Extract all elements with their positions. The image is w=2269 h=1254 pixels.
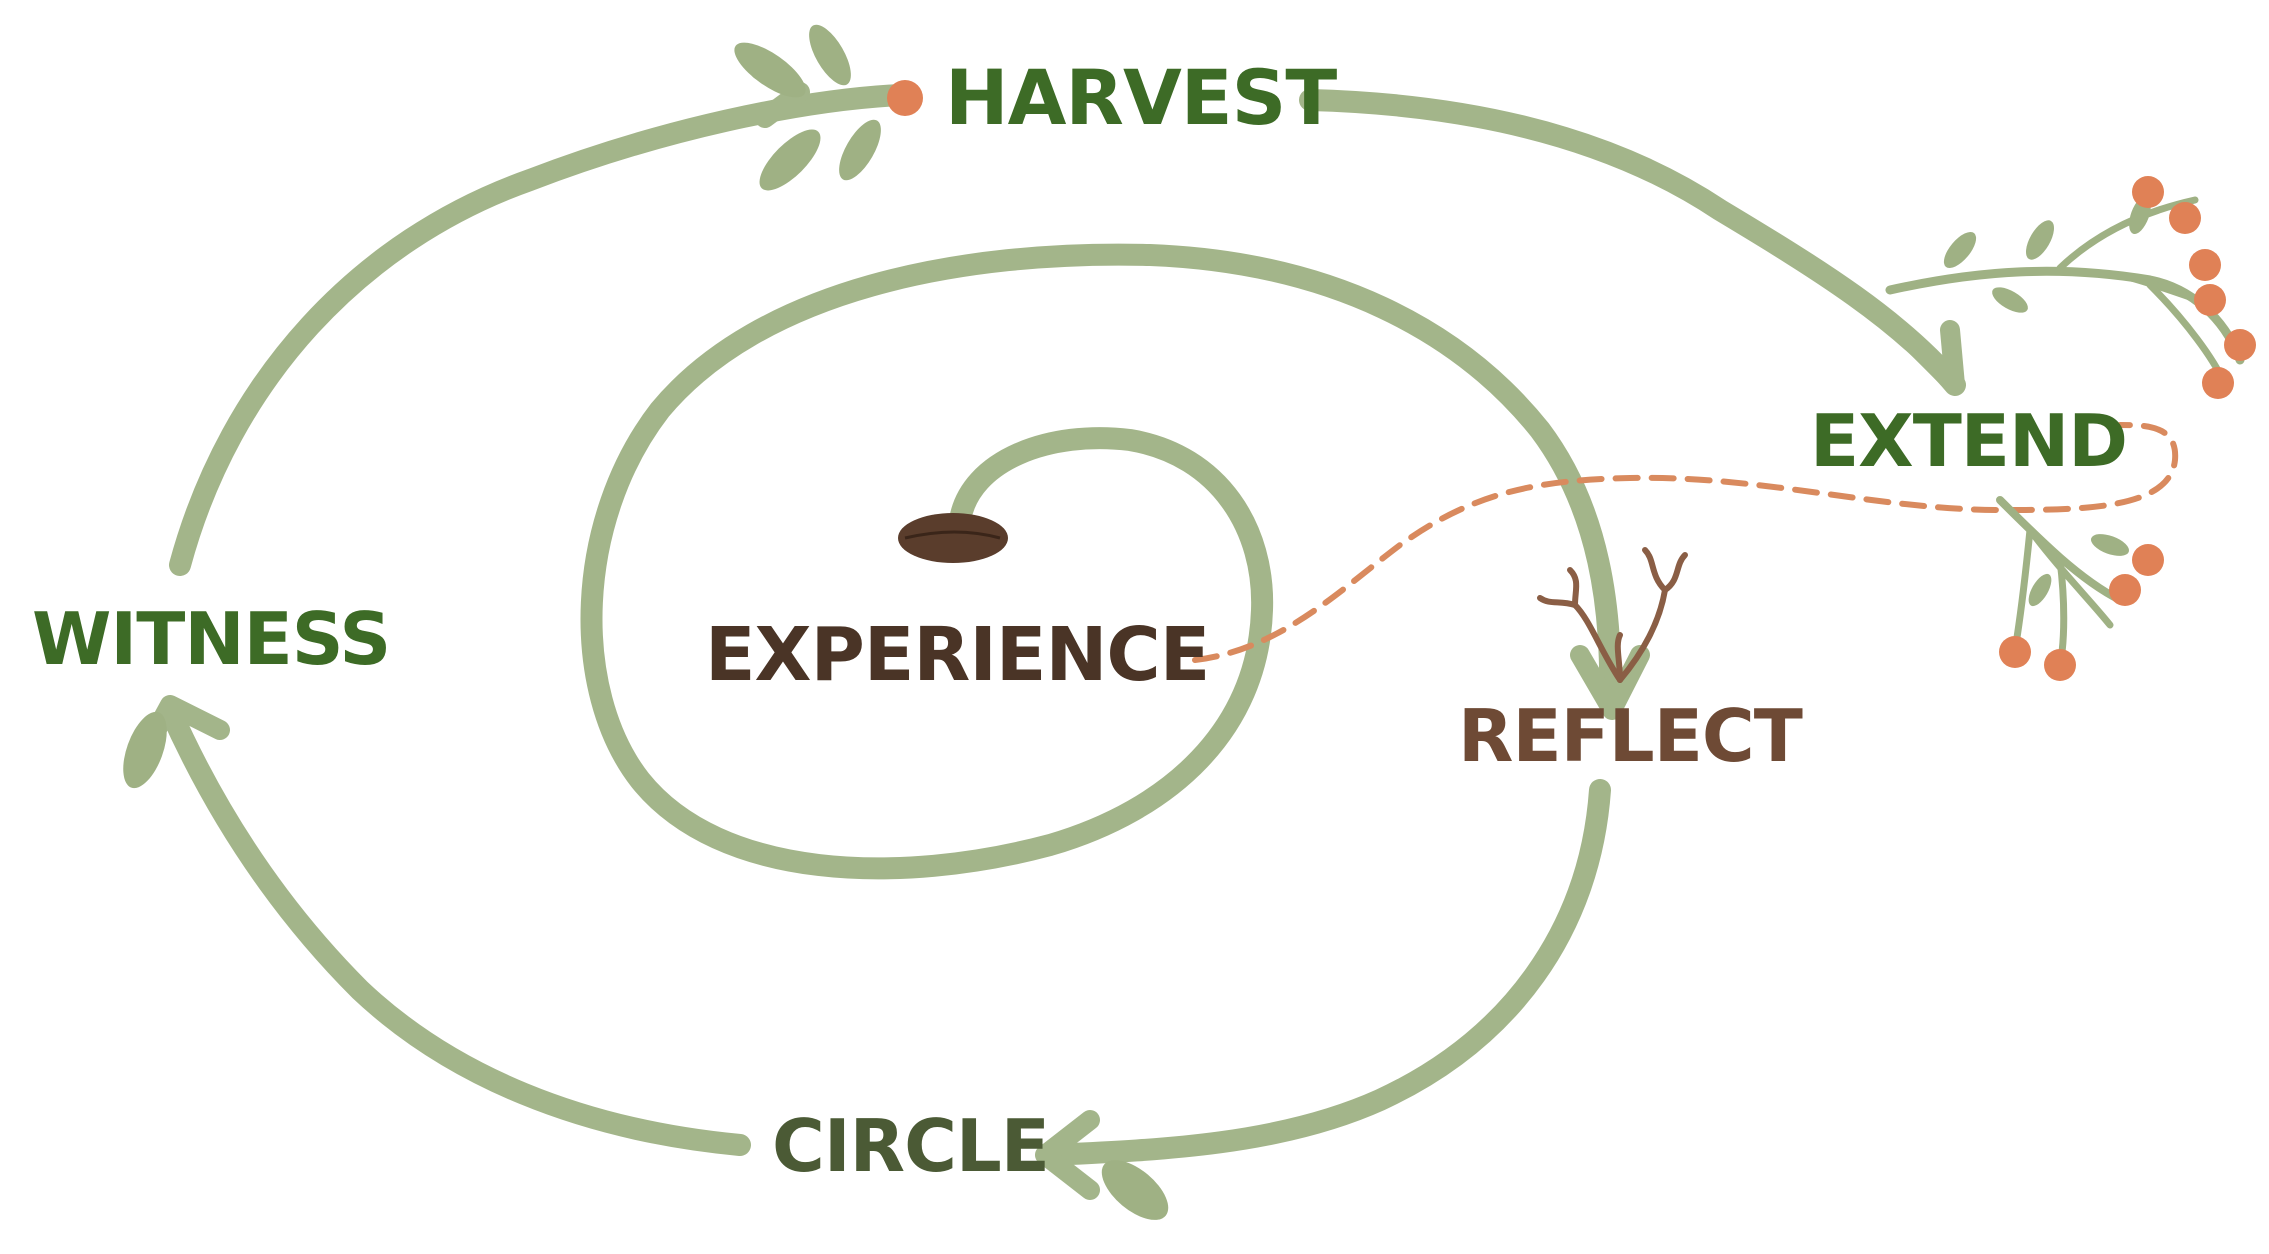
- extend-label: EXTEND: [1810, 399, 2128, 483]
- experience-label: EXPERIENCE: [705, 612, 1210, 698]
- arrow-harvest-to-extend: [1299, 89, 1966, 396]
- root-icon: [1537, 547, 1688, 683]
- arrow-circle-to-witness: [159, 699, 751, 1156]
- harvest-label: HARVEST: [945, 53, 1337, 142]
- arrowhead-extend: [1900, 320, 1965, 395]
- witness-label: WITNESS: [32, 597, 391, 681]
- circle-label: CIRCLE: [772, 1104, 1050, 1188]
- reflect-label: REFLECT: [1458, 694, 1803, 778]
- arrowhead-circle: [1035, 1110, 1100, 1200]
- sprout-leaves-icon: [734, 24, 881, 191]
- spiral-path: [580, 243, 1622, 880]
- harvest-berry-icon: [887, 80, 923, 116]
- dashed-extend-path: [1192, 422, 2179, 663]
- berry-branch-icon: [1885, 176, 2256, 399]
- arrowhead-reflect: [1570, 645, 1650, 720]
- berry-branch-icon: [1996, 496, 2164, 681]
- leaf-icon: [1101, 1160, 1169, 1220]
- seed-icon: [898, 513, 1008, 563]
- arrow-reflect-to-circle: [1039, 779, 1611, 1166]
- leaf-icon: [123, 711, 167, 789]
